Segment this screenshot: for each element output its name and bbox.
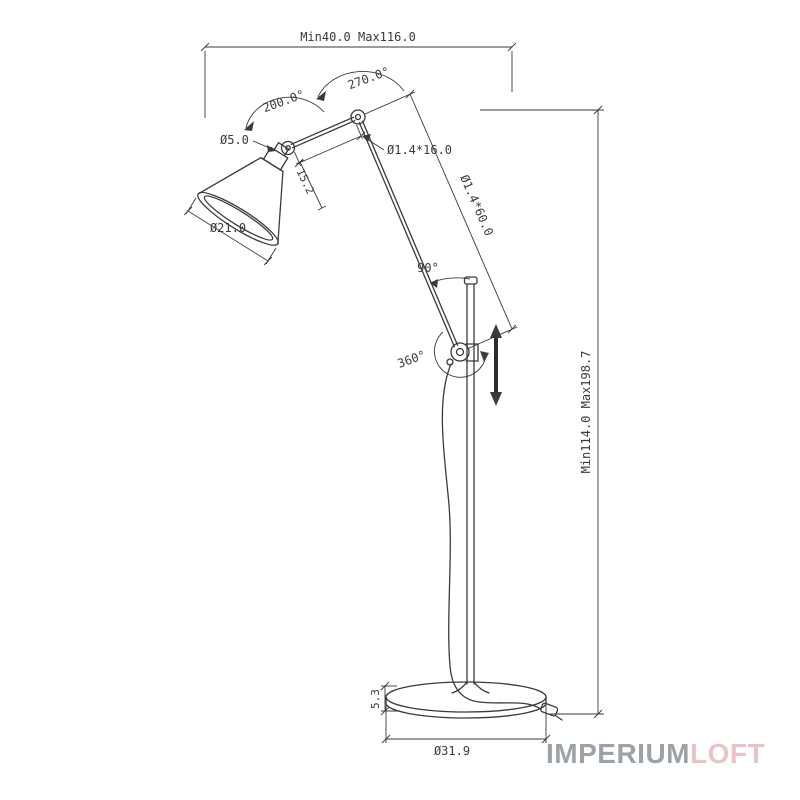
dim-tick	[593, 105, 603, 115]
dim-tick	[381, 734, 391, 744]
dim-extension	[294, 151, 301, 167]
dim-tick	[593, 709, 603, 719]
dim-height-range: Min114.0 Max198.7	[480, 105, 604, 719]
shade-joint-bolt	[285, 145, 291, 151]
elbow-joint-bolt	[354, 113, 362, 121]
dim-shade-hole: Ø5.0	[220, 133, 276, 152]
dim-tick	[380, 681, 390, 691]
label-shade-offset: 15.2	[293, 167, 316, 197]
dim-tick	[183, 206, 193, 216]
dim-tick	[263, 256, 273, 266]
lower-arm-edge	[361, 120, 459, 346]
label-arm-pole-angle: 90°	[417, 261, 439, 275]
shade-joint	[280, 140, 296, 156]
elbow-joint	[350, 109, 366, 125]
upper-arm-edge	[292, 120, 356, 149]
shade-neck-cap	[273, 142, 290, 157]
dim-base-thickness: 5.3	[369, 681, 399, 716]
label-upper-arm-tube: Ø1.4*16.0	[387, 143, 452, 157]
angle-arc	[317, 71, 405, 98]
dim-tick	[200, 42, 210, 52]
pole	[451, 276, 490, 694]
label-base-diameter: Ø31.9	[434, 744, 470, 758]
base	[385, 681, 547, 719]
label-top-width: Min40.0 Max116.0	[300, 30, 416, 44]
label-base-thickness: 5.3	[369, 689, 382, 709]
angle-arc	[434, 331, 487, 378]
watermark-part1: IMPERIUM	[546, 738, 690, 769]
angle-arc	[245, 96, 325, 129]
arc-arrow	[430, 279, 438, 288]
label-lower-arm-tube: Ø1.4*60.0	[457, 173, 496, 238]
pole-base-fillet	[473, 681, 490, 694]
pole-base-fillet	[451, 681, 468, 694]
label-pole-rotation: 360°	[396, 348, 428, 371]
upper-arm-edge	[290, 116, 354, 145]
dim-line	[299, 161, 323, 209]
dim-tick	[380, 706, 390, 716]
dim-top-width: Min40.0 Max116.0	[200, 30, 517, 118]
dim-elbow-angle: 270.0°	[316, 64, 405, 101]
dim-tick	[507, 324, 517, 334]
dim-pole-rotation: 360°	[396, 331, 489, 378]
clamp-bracket	[465, 343, 479, 362]
power-cable	[441, 363, 563, 721]
dim-shade-offset: 15.2	[293, 159, 327, 211]
watermark-logo: IMPERIUMLOFT	[546, 738, 765, 769]
clamp-outer	[450, 342, 470, 362]
arrow-head-down	[490, 392, 502, 406]
shade-rim-outer	[197, 191, 279, 246]
dim-tick	[356, 131, 366, 141]
dim-upper-arm: Ø1.4*16.0	[294, 124, 452, 168]
dim-tick	[317, 205, 327, 211]
dim-extension	[364, 91, 416, 115]
elbow-joint-outer	[350, 109, 366, 125]
label-shade-angle: 200.0°	[261, 87, 307, 115]
arc-arrow	[244, 121, 254, 131]
shade-joint-outer	[280, 140, 296, 156]
dim-lower-arm: Ø1.4*60.0	[364, 89, 518, 350]
lower-arm-edge	[358, 122, 456, 348]
dim-arm-pole-angle: 90°	[417, 261, 471, 288]
cable-plug	[540, 702, 559, 717]
clamp-bolt	[455, 347, 465, 357]
shade-neck	[262, 146, 289, 171]
dim-tick	[507, 42, 517, 52]
dim-extension	[466, 326, 518, 350]
dim-line	[298, 135, 362, 164]
cable-gland	[446, 358, 454, 366]
pole-top-cap	[463, 276, 478, 285]
shade-cone-top-line	[260, 157, 284, 173]
label-shade-hole: Ø5.0	[220, 133, 249, 147]
cable-plug-tip	[555, 715, 563, 721]
dim-line	[409, 93, 513, 330]
dim-extension	[356, 124, 363, 140]
dim-shade-angle: 200.0°	[244, 87, 325, 131]
pole-clamp-joint	[446, 342, 479, 366]
dim-shade-diameter: Ø21.0	[183, 197, 277, 266]
leader-arrow	[362, 134, 371, 142]
shade-rim-inner	[203, 195, 274, 241]
label-shade-diameter: Ø21.0	[210, 221, 246, 235]
dim-tick	[405, 89, 415, 99]
dim-tick	[295, 159, 305, 165]
watermark-part2: LOFT	[690, 738, 765, 769]
label-height-range: Min114.0 Max198.7	[579, 351, 593, 474]
leader-arrow	[267, 145, 276, 152]
upper-arm	[290, 116, 356, 149]
arc-arrow	[316, 91, 326, 101]
dim-base-diameter: Ø31.9	[381, 705, 551, 758]
cable-path	[441, 363, 542, 710]
lamp-shade	[197, 142, 290, 246]
lower-arm	[358, 120, 459, 348]
arc-arrow	[480, 351, 489, 362]
dim-tick	[541, 734, 551, 744]
label-elbow-angle: 270.0°	[346, 64, 392, 92]
dim-line	[187, 210, 269, 262]
